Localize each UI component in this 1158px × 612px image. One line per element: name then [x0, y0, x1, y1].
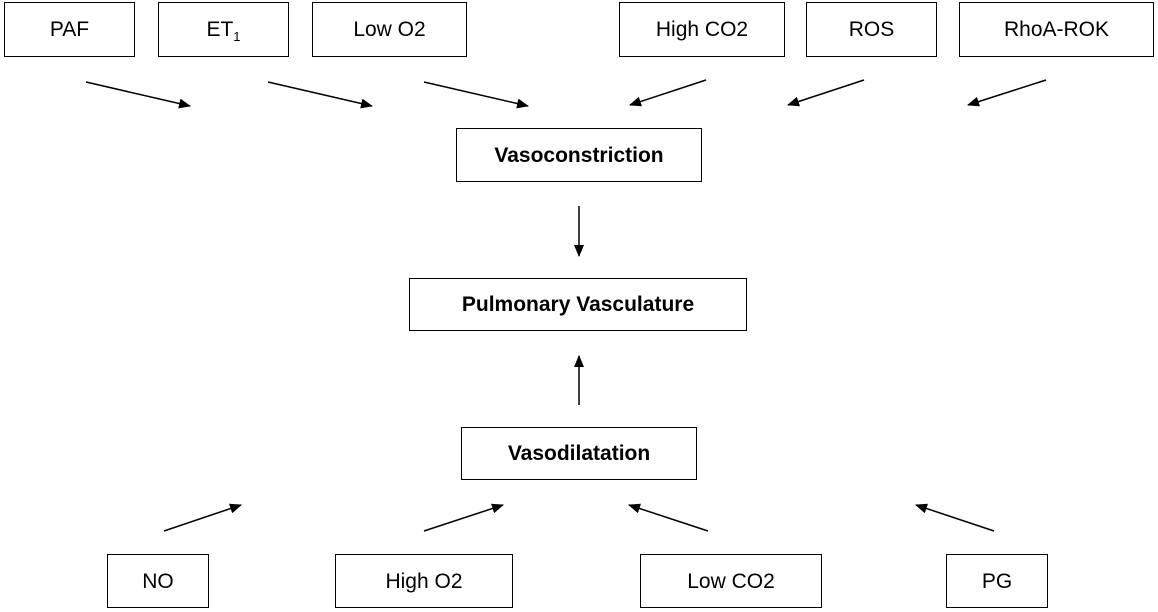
- node-no: NO: [107, 554, 209, 608]
- arrow-paf-to-vasoconstriction: [85, 81, 191, 109]
- node-label: ET1: [206, 18, 241, 44]
- node-low-o2: Low O2: [312, 2, 467, 57]
- node-high-o2: High O2: [335, 554, 513, 608]
- node-label: PAF: [49, 18, 90, 41]
- node-label: High O2: [385, 569, 463, 593]
- node-label: High CO2: [655, 18, 749, 41]
- node-label: PG: [981, 569, 1013, 593]
- node-vasoconstriction: Vasoconstriction: [456, 128, 702, 182]
- node-label: Low O2: [353, 18, 426, 41]
- node-label: Pulmonary Vasculature: [461, 293, 695, 316]
- node-pg: PG: [946, 554, 1048, 608]
- node-ros: ROS: [806, 2, 937, 57]
- arrow-high-o2-to-vasodilatation: [423, 503, 504, 532]
- node-high-co2: High CO2: [619, 2, 785, 57]
- node-label: Vasoconstriction: [494, 143, 664, 167]
- node-subscript: 1: [233, 29, 241, 44]
- arrow-rhoa-rok-to-vasoconstriction: [967, 79, 1047, 107]
- node-rhoa-rok: RhoA-ROK: [959, 2, 1154, 57]
- node-paf: PAF: [4, 2, 135, 57]
- node-label: NO: [142, 569, 174, 593]
- node-low-co2: Low CO2: [640, 554, 822, 608]
- arrow-ros-to-vasoconstriction: [787, 79, 865, 107]
- node-label: ROS: [848, 18, 895, 41]
- arrow-et1-to-vasoconstriction: [267, 81, 373, 109]
- node-label: Vasodilatation: [507, 442, 651, 465]
- node-et1: ET1: [158, 2, 289, 57]
- arrow-high-co2-to-vasoconstriction: [629, 79, 707, 107]
- arrow-no-to-vasodilatation: [163, 503, 242, 532]
- node-vasodilatation: Vasodilatation: [461, 427, 697, 480]
- arrow-low-co2-to-vasodilatation: [628, 503, 709, 532]
- node-pulmonary-vasculature: Pulmonary Vasculature: [409, 278, 747, 331]
- node-label: Low CO2: [687, 569, 775, 593]
- arrow-pg-to-vasodilatation: [915, 503, 995, 532]
- arrow-low-o2-to-vasoconstriction: [423, 81, 529, 109]
- node-label: RhoA-ROK: [1003, 18, 1110, 41]
